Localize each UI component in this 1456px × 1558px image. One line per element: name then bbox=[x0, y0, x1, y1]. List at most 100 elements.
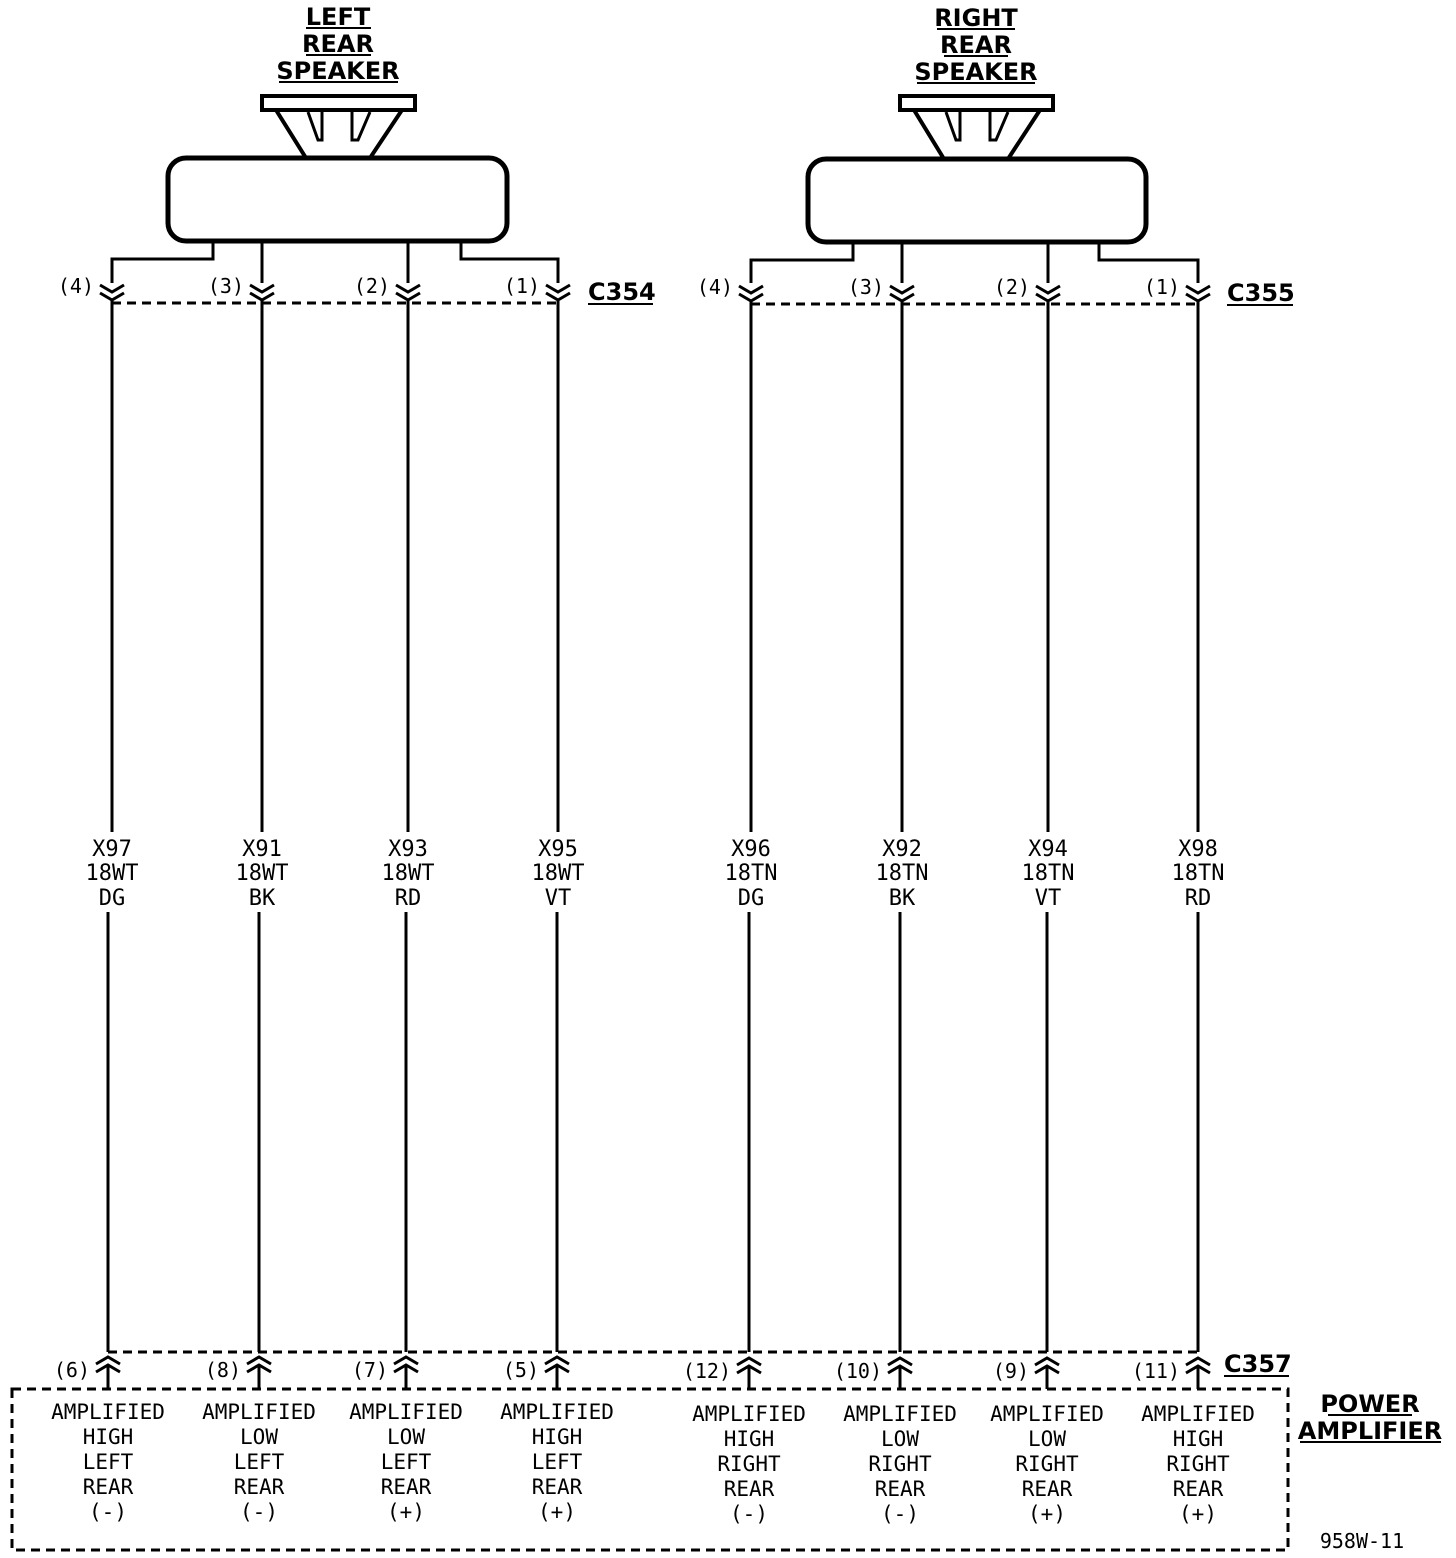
wire-x96: (4)X9618TNDG(12)AMPLIFIEDHIGHRIGHTREAR(-… bbox=[683, 275, 806, 1526]
amp-function-label: RIGHT bbox=[1015, 1452, 1079, 1476]
amp-function-label: LEFT bbox=[532, 1450, 583, 1474]
bottom-pin-label: (7) bbox=[352, 1358, 388, 1382]
wire-color-label: BK bbox=[889, 886, 916, 911]
left-speaker-title-line3: SPEAKER bbox=[276, 57, 399, 85]
speaker-leads bbox=[110, 241, 1200, 283]
amp-function-label: HIGH bbox=[83, 1425, 134, 1449]
amp-function-label: AMPLIFIED bbox=[349, 1400, 463, 1424]
connector-c355-label: C355 bbox=[1227, 279, 1295, 307]
bottom-pin-label: (11) bbox=[1132, 1359, 1180, 1383]
wire-circuit-label: X92 bbox=[882, 837, 922, 862]
terminal-chevron-icon bbox=[738, 292, 764, 303]
amp-function-label: AMPLIFIED bbox=[202, 1400, 316, 1424]
amp-function-label: LOW bbox=[1028, 1427, 1066, 1451]
amp-function-label: (+) bbox=[1028, 1502, 1066, 1526]
wire-gauge-label: 18TN bbox=[1172, 861, 1225, 886]
power-amplifier-outline bbox=[10, 1387, 1290, 1552]
wire-circuit-label: X97 bbox=[92, 837, 132, 862]
bottom-pin-label: (8) bbox=[205, 1358, 241, 1382]
amp-function-label: (-) bbox=[730, 1502, 768, 1526]
connector-outlines bbox=[10, 301, 1290, 1552]
wire-circuit-label: X93 bbox=[388, 837, 428, 862]
wire-group: (4)X9718WTDG(6)AMPLIFIEDHIGHLEFTREAR(-)(… bbox=[51, 274, 1255, 1526]
amp-function-label: LEFT bbox=[83, 1450, 134, 1474]
wire-color-label: DG bbox=[738, 886, 765, 911]
amp-function-label: LOW bbox=[240, 1425, 278, 1449]
top-pin-label: (4) bbox=[697, 275, 733, 299]
wire-color-label: RD bbox=[1185, 886, 1212, 911]
terminal-chevron-icon bbox=[395, 283, 421, 294]
terminal-chevron-icon bbox=[249, 291, 275, 302]
speaker-body bbox=[805, 156, 1149, 245]
wire-gauge-label: 18WT bbox=[236, 861, 289, 886]
terminal-chevron-icon bbox=[1185, 1356, 1211, 1367]
terminal-chevron-icon bbox=[393, 1355, 419, 1366]
left-rear-speaker: LEFT REAR SPEAKER bbox=[165, 3, 510, 244]
speaker-cone-icon bbox=[898, 94, 1055, 161]
top-pin-label: (3) bbox=[848, 275, 884, 299]
top-pin-label: (1) bbox=[1144, 275, 1180, 299]
amp-function-label: AMPLIFIED bbox=[1141, 1402, 1255, 1426]
connector-c354-label: C354 bbox=[588, 278, 656, 306]
terminal-chevron-icon bbox=[738, 284, 764, 295]
wire-gauge-label: 18WT bbox=[382, 861, 435, 886]
terminal-chevron-icon bbox=[887, 1356, 913, 1367]
amp-function-label: HIGH bbox=[532, 1425, 583, 1449]
figure-id: 958W-11 bbox=[1320, 1529, 1404, 1553]
top-pin-label: (4) bbox=[58, 274, 94, 298]
wire-circuit-label: X91 bbox=[242, 837, 282, 862]
power-amplifier-title-line2: AMPLIFIER bbox=[1298, 1417, 1442, 1445]
amp-function-label: HIGH bbox=[1173, 1427, 1224, 1451]
amp-function-label: RIGHT bbox=[868, 1452, 932, 1476]
amp-function-label: (-) bbox=[89, 1500, 127, 1524]
terminal-chevron-icon bbox=[246, 1355, 272, 1366]
wire-circuit-label: X94 bbox=[1028, 837, 1068, 862]
amp-function-label: (-) bbox=[240, 1500, 278, 1524]
wire-gauge-label: 18TN bbox=[1022, 861, 1075, 886]
left-speaker-title-line1: LEFT bbox=[306, 3, 371, 31]
amp-function-label: AMPLIFIED bbox=[51, 1400, 165, 1424]
wire-gauge-label: 18TN bbox=[876, 861, 929, 886]
connector-c357-label: C357 bbox=[1224, 1350, 1292, 1378]
terminal-chevron-icon bbox=[99, 283, 125, 294]
wire-x98: (1)X9818TNRD(11)AMPLIFIEDHIGHRIGHTREAR(+… bbox=[1132, 275, 1255, 1526]
speaker-body bbox=[165, 155, 510, 244]
amp-function-label: RIGHT bbox=[1166, 1452, 1230, 1476]
top-pin-label: (3) bbox=[208, 274, 244, 298]
wire-color-label: DG bbox=[99, 886, 126, 911]
amp-function-label: REAR bbox=[381, 1475, 432, 1499]
terminal-chevron-icon bbox=[544, 1355, 570, 1366]
top-pin-label: (2) bbox=[354, 274, 390, 298]
terminal-chevron-icon bbox=[99, 291, 125, 302]
amp-function-label: LOW bbox=[387, 1425, 425, 1449]
terminal-chevron-icon bbox=[889, 292, 915, 303]
wire-gauge-label: 18WT bbox=[86, 861, 139, 886]
amp-function-label: REAR bbox=[83, 1475, 134, 1499]
wire-color-label: VT bbox=[545, 886, 572, 911]
terminal-chevron-icon bbox=[1034, 1356, 1060, 1367]
top-pin-label: (1) bbox=[504, 274, 540, 298]
terminal-chevron-icon bbox=[889, 284, 915, 295]
bottom-pin-label: (5) bbox=[503, 1358, 539, 1382]
amp-function-label: HIGH bbox=[724, 1427, 775, 1451]
wire-gauge-label: 18TN bbox=[725, 861, 778, 886]
amp-function-label: REAR bbox=[1022, 1477, 1073, 1501]
right-rear-speaker: RIGHT REAR SPEAKER bbox=[805, 4, 1149, 245]
terminal-chevron-icon bbox=[545, 283, 571, 294]
amp-function-label: (+) bbox=[1179, 1502, 1217, 1526]
bottom-pin-label: (12) bbox=[683, 1359, 731, 1383]
amp-function-label: REAR bbox=[875, 1477, 926, 1501]
terminal-chevron-icon bbox=[249, 283, 275, 294]
amp-function-label: (+) bbox=[387, 1500, 425, 1524]
amp-function-label: (-) bbox=[881, 1502, 919, 1526]
right-speaker-title-line1: RIGHT bbox=[934, 4, 1018, 32]
wire-circuit-label: X98 bbox=[1178, 837, 1218, 862]
amp-function-label: AMPLIFIED bbox=[692, 1402, 806, 1426]
wire-circuit-label: X95 bbox=[538, 837, 578, 862]
